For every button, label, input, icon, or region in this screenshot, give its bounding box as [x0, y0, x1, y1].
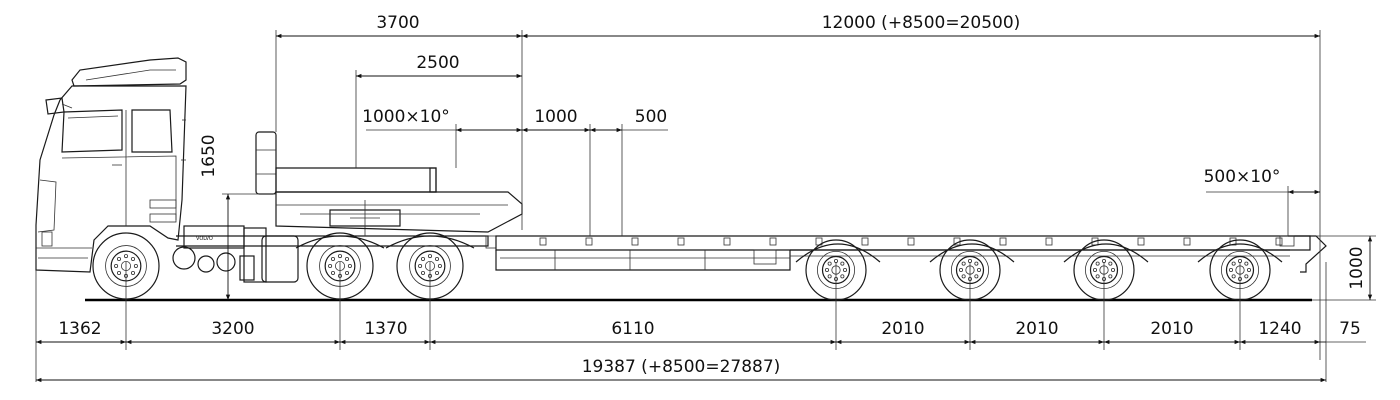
- brand-plate: VOLVO: [196, 236, 213, 242]
- stake-pocket: [631, 237, 639, 246]
- dim-75: 75: [1339, 319, 1361, 339]
- tractor-chassis: VOLVO: [172, 200, 489, 283]
- trailer-fenders: [795, 243, 1283, 263]
- stake-pocket: [861, 237, 869, 246]
- stake-pocket: [723, 237, 731, 246]
- dimension-lines: [35, 30, 1376, 383]
- dim-2010-b: 2010: [1015, 319, 1058, 339]
- wheels: [92, 232, 1271, 301]
- stake-pocket: [769, 237, 777, 246]
- dim-1650: 1650: [199, 134, 219, 177]
- stake-pocket: [1183, 237, 1191, 246]
- trailer-wheel-1: [805, 239, 867, 301]
- stake-pocket: [539, 237, 547, 246]
- dim-1000-height: 1000: [1347, 246, 1367, 289]
- dim-1000x10: 1000×10°: [362, 107, 450, 127]
- dim-1240: 1240: [1258, 319, 1301, 339]
- tractor-cab: [35, 57, 187, 273]
- stake-pocket: [677, 237, 685, 246]
- dim-1000: 1000: [534, 107, 577, 127]
- dim-500x10: 500×10°: [1204, 167, 1281, 187]
- dim-6110: 6110: [611, 319, 654, 339]
- dimension-labels: 3700 12000 (+8500=20500) 2500 1000×10° 1…: [58, 13, 1367, 377]
- stake-pocket: [907, 237, 915, 246]
- stake-pocket: [1275, 237, 1283, 246]
- stake-pocket: [999, 237, 1007, 246]
- dim-2500: 2500: [416, 53, 459, 73]
- dim-12000: 12000 (+8500=20500): [822, 13, 1021, 33]
- dim-3700: 3700: [376, 13, 419, 33]
- dim-2010-c: 2010: [1150, 319, 1193, 339]
- gooseneck-deck: [255, 131, 523, 249]
- dim-500: 500: [635, 107, 667, 127]
- lowbed-deck: [495, 235, 1327, 273]
- dim-total: 19387 (+8500=27887): [582, 357, 781, 377]
- dim-2010-a: 2010: [881, 319, 924, 339]
- stake-pockets: [539, 237, 1283, 246]
- dim-1362: 1362: [58, 319, 101, 339]
- stake-pocket: [1045, 237, 1053, 246]
- dim-3200: 3200: [211, 319, 254, 339]
- stake-pocket: [1137, 237, 1145, 246]
- stake-pocket: [585, 237, 593, 246]
- dim-1370: 1370: [364, 319, 407, 339]
